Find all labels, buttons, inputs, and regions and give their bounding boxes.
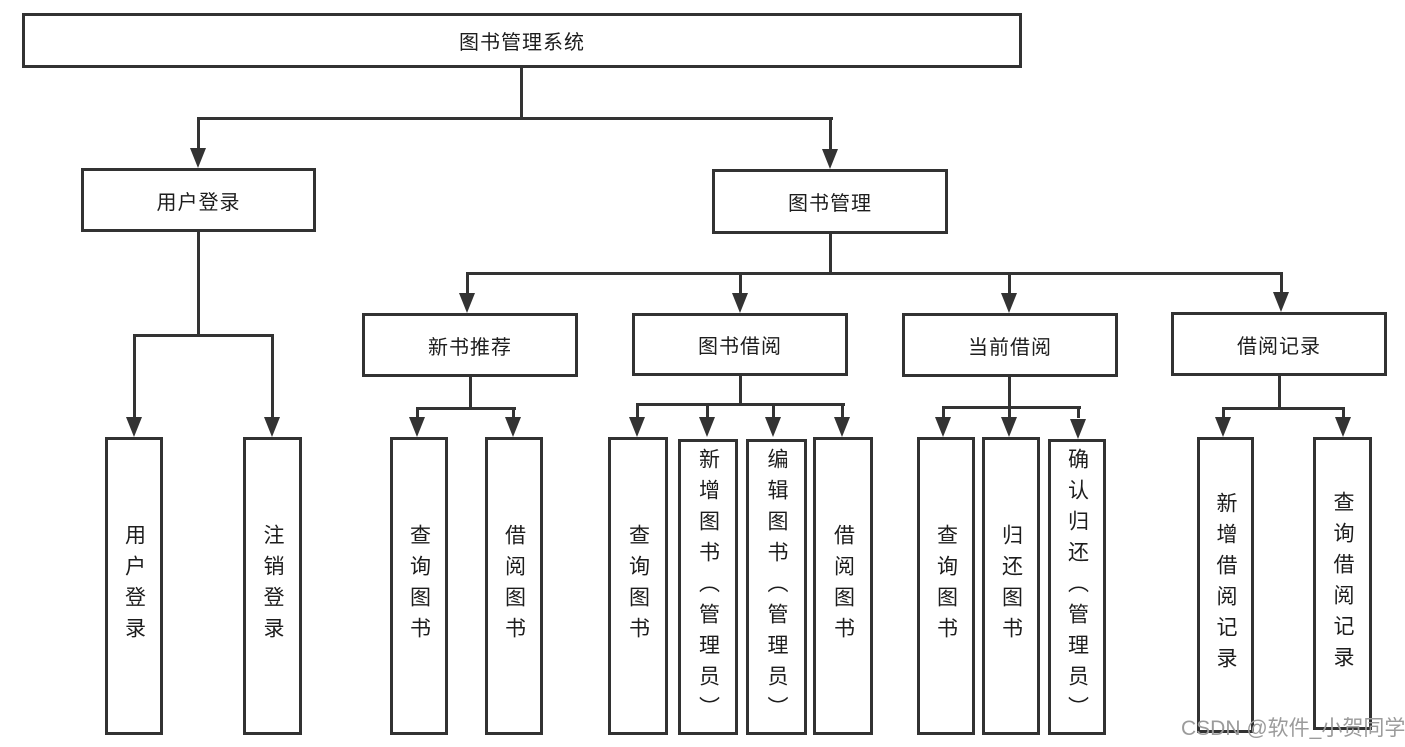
arrowhead-icon <box>1070 419 1086 439</box>
connector-line <box>942 406 1081 409</box>
connector-line <box>739 376 742 406</box>
connector-line <box>636 403 845 406</box>
arrowhead-icon <box>1273 292 1289 312</box>
arrowhead-icon <box>629 417 645 437</box>
leaf-borrow-books: 借阅图书 <box>485 437 543 735</box>
connector-line <box>1222 407 1225 419</box>
arrowhead-icon <box>1001 417 1017 437</box>
connector-line <box>1077 406 1080 418</box>
arrowhead-icon <box>1335 417 1351 437</box>
connector-line <box>1342 407 1345 419</box>
arrowhead-icon <box>190 148 206 168</box>
leaf-user-login: 用户登录 <box>105 437 163 735</box>
connector-line <box>133 334 274 337</box>
connector-line <box>636 403 639 417</box>
connector-line <box>133 334 136 422</box>
arrowhead-icon <box>699 417 715 437</box>
node-book-management: 图书管理 <box>712 169 948 234</box>
leaf-return-books: 归还图书 <box>982 437 1040 735</box>
connector-line <box>829 234 832 275</box>
connector-line <box>1008 272 1011 296</box>
connector-line <box>520 68 523 118</box>
leaf-query-books: 查询图书 <box>917 437 975 735</box>
node-user-login: 用户登录 <box>81 168 316 232</box>
arrowhead-icon <box>409 417 425 437</box>
connector-line <box>1008 406 1011 418</box>
arrowhead-icon <box>834 417 850 437</box>
connector-line <box>1222 407 1345 410</box>
arrowhead-icon <box>1001 293 1017 313</box>
node-book-borrowing: 图书借阅 <box>632 313 848 376</box>
arrowhead-icon <box>935 417 951 437</box>
connector-line <box>466 272 1283 275</box>
arrowhead-icon <box>459 293 475 313</box>
csdn-watermark: CSDN @软件_小贺同学 <box>1181 717 1405 740</box>
node-library-system: 图书管理系统 <box>22 13 1022 68</box>
arrowhead-icon <box>505 417 521 437</box>
arrowhead-icon <box>264 417 280 437</box>
connector-line <box>772 403 775 417</box>
connector-line <box>469 377 472 410</box>
connector-line <box>271 334 274 422</box>
node-current-borrowing: 当前借阅 <box>902 313 1118 377</box>
leaf-confirm-return-admin: 确认归还（管理员） <box>1048 439 1106 735</box>
connector-line <box>829 117 832 151</box>
leaf-logout: 注销登录 <box>243 437 302 735</box>
arrowhead-icon <box>765 417 781 437</box>
connector-line <box>942 406 945 418</box>
connector-line <box>197 117 200 151</box>
connector-line <box>512 407 515 419</box>
connector-line <box>1280 272 1283 296</box>
connector-line <box>197 232 200 336</box>
connector-line <box>739 272 742 296</box>
connector-line <box>1278 376 1281 410</box>
connector-line <box>1008 377 1011 409</box>
leaf-query-books: 查询图书 <box>608 437 668 735</box>
leaf-query-books: 查询图书 <box>390 437 448 735</box>
leaf-edit-books-admin: 编辑图书（管理员） <box>746 439 807 735</box>
leaf-query-borrow-record: 查询借阅记录 <box>1313 437 1372 730</box>
connector-line <box>197 117 833 120</box>
connector-line <box>416 407 419 419</box>
node-new-book-recommend: 新书推荐 <box>362 313 578 377</box>
arrowhead-icon <box>732 293 748 313</box>
arrowhead-icon <box>822 149 838 169</box>
arrowhead-icon <box>126 417 142 437</box>
node-borrowing-records: 借阅记录 <box>1171 312 1387 376</box>
connector-line <box>466 272 469 296</box>
leaf-add-borrow-record: 新增借阅记录 <box>1197 437 1254 733</box>
connector-line <box>706 403 709 417</box>
connector-line <box>416 407 516 410</box>
leaf-add-books-admin: 新增图书（管理员） <box>678 439 738 735</box>
arrowhead-icon <box>1215 417 1231 437</box>
leaf-borrow-books: 借阅图书 <box>813 437 873 735</box>
connector-line <box>841 403 844 417</box>
